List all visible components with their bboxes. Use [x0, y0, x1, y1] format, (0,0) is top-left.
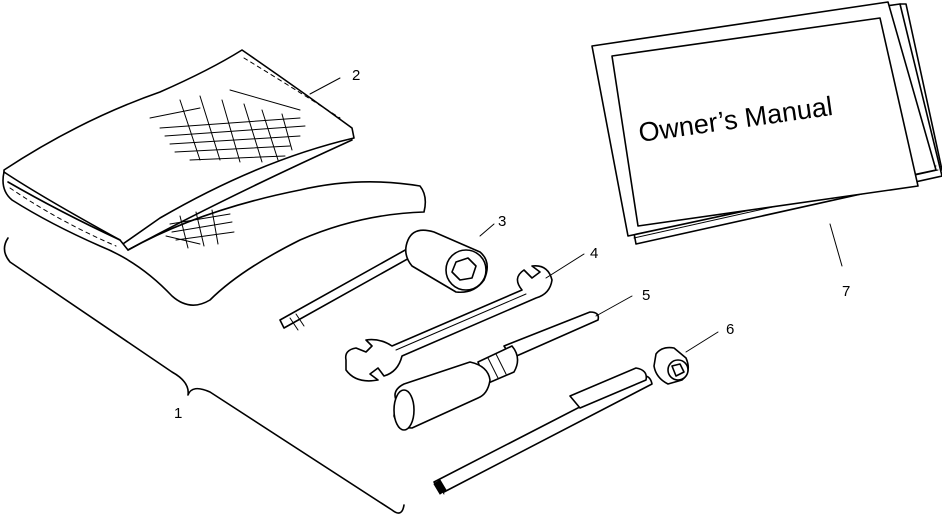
screwdriver-icon — [393, 311, 600, 431]
callout-3: 3 — [498, 213, 506, 230]
tool-kit-bracket — [3, 237, 405, 514]
owners-manual-icon: Owner’s Manual — [591, 1, 942, 245]
callout-1: 1 — [174, 405, 182, 422]
callout-6: 6 — [726, 321, 734, 338]
callout-7: 7 — [842, 283, 850, 300]
callout-4: 4 — [590, 245, 598, 262]
open-end-wrench-icon — [344, 264, 553, 382]
callout-5: 5 — [642, 287, 650, 304]
leader-lines — [309, 77, 843, 353]
callout-2: 2 — [352, 67, 360, 84]
spark-plug-socket-wrench-icon — [279, 229, 488, 331]
socket-wrench-handle-icon — [433, 346, 690, 495]
tool-pouch-icon — [2, 49, 427, 306]
